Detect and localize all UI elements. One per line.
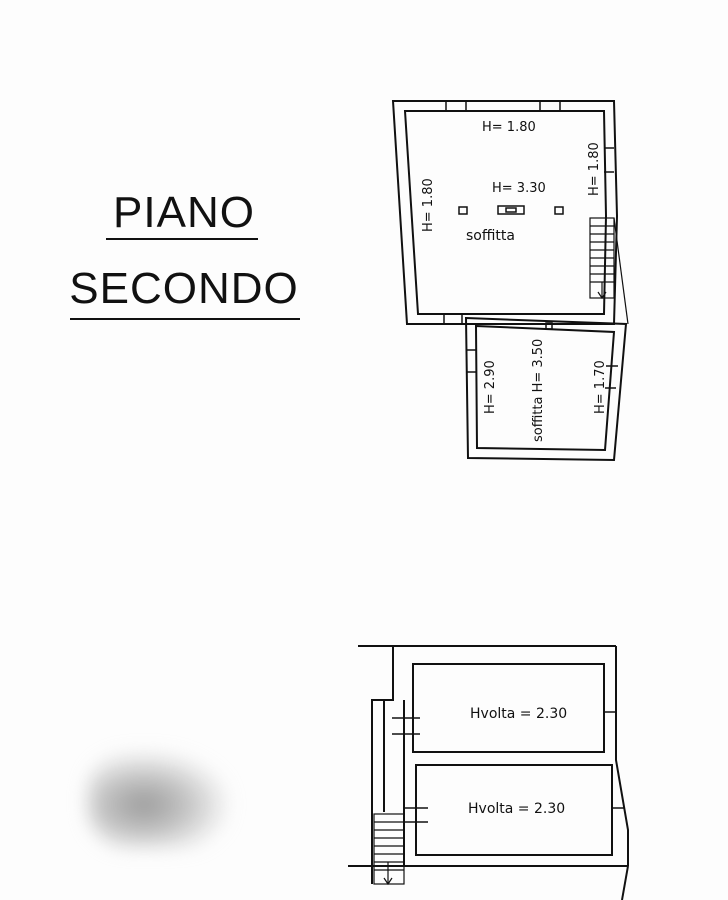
lower-stairs [373,813,405,886]
upper-windows [443,101,614,324]
title-underline-2 [70,318,300,320]
label-h-top: H= 1.80 [482,120,536,135]
lower-plan-walls [348,645,629,900]
label-h-bottom-right: H= 1.70 [593,360,608,414]
upper-skylights [458,205,564,215]
upper-room-top-walls [391,100,619,325]
label-h-left: H= 1.80 [421,178,436,232]
title-secondo: SECONDO [69,264,299,313]
title-underline-1 [106,238,258,240]
label-h-right: H= 1.80 [587,142,602,196]
label-h-bottom-left: H= 2.90 [483,360,498,414]
label-hvolta-upper: Hvolta = 2.30 [470,706,567,722]
upper-stairs [589,217,629,325]
label-room-soffitta: soffitta [466,228,515,244]
lower-openings [392,711,624,823]
upper-room-bottom-walls [464,316,628,462]
title-piano: PIANO [113,188,255,237]
label-hvolta-lower: Hvolta = 2.30 [468,801,565,817]
label-soffitta-vertical: soffitta H= 3.50 [531,339,546,442]
blurred-stamp [88,752,228,848]
label-h-center: H= 3.30 [492,181,546,196]
